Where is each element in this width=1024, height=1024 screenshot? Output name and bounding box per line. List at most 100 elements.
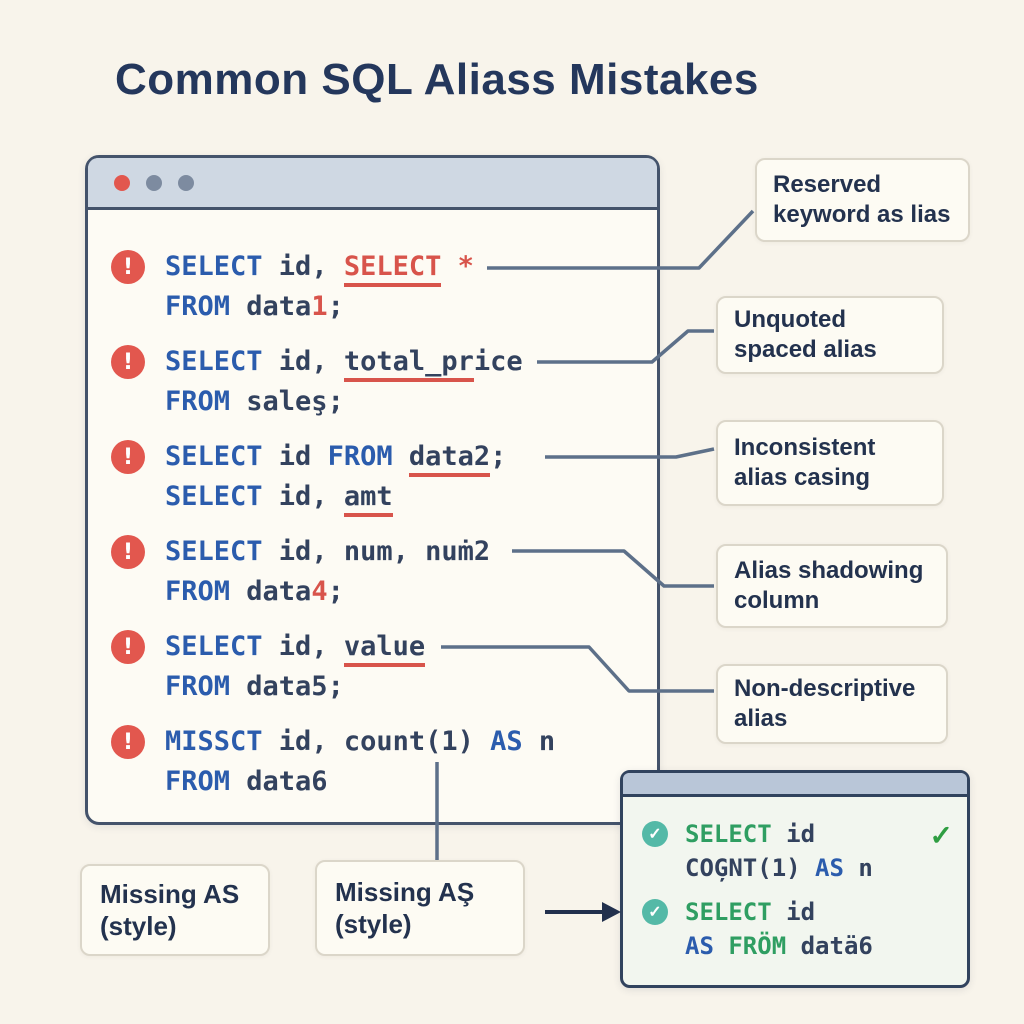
code-token: SELECT xyxy=(165,346,263,377)
window-dot-gray-icon xyxy=(178,174,194,191)
code-token: total_pr xyxy=(343,346,474,382)
code-token: n xyxy=(843,854,873,882)
code-token: FROM xyxy=(165,386,231,417)
code-token: id, num, nuṁ2 xyxy=(262,536,491,567)
code-line: FROM data6 xyxy=(165,762,657,802)
code-line: SELECT id, amt xyxy=(165,477,657,517)
code-token: data6 xyxy=(230,766,328,797)
code-token: SELECT xyxy=(685,820,772,848)
code-token: id, xyxy=(262,346,344,377)
code-token: value xyxy=(343,631,426,667)
warning-icon: ! xyxy=(111,630,145,664)
code-token: * xyxy=(457,251,474,282)
code-line: SELECT id xyxy=(685,895,967,929)
code-token: id, xyxy=(262,251,344,282)
code-token xyxy=(714,932,728,960)
code-token: FROM xyxy=(165,576,231,607)
code-token: data xyxy=(230,576,312,607)
warning-icon: ! xyxy=(111,345,145,379)
code-line: AS FRÖM datä6 xyxy=(685,929,967,963)
code-line: SELECT id, total_price xyxy=(165,342,657,382)
page-title: Common SQL Aliass Mistakes xyxy=(115,55,759,104)
code-token: amt xyxy=(343,481,393,517)
code-token: SELECT xyxy=(343,251,442,287)
code-token: SELECT xyxy=(165,536,263,567)
mistake-entry: ! SELECT id FROM data2;SELECT id, amt xyxy=(88,437,657,517)
code-token: data xyxy=(230,291,312,322)
code-token: AS xyxy=(490,726,523,757)
code-token: n xyxy=(522,726,556,757)
warning-icon: ! xyxy=(111,440,145,474)
arrow-head-icon xyxy=(602,902,621,922)
code-line: COĢNT(1) AS n xyxy=(685,851,967,885)
callout-non-descriptive: Non-descriptive alias xyxy=(716,664,948,744)
code-token: FROM xyxy=(165,671,231,702)
window-titlebar xyxy=(88,158,657,210)
code-token: AS xyxy=(815,854,844,882)
code-token: SELECT xyxy=(165,631,263,662)
code-token: SELECT xyxy=(685,898,772,926)
code-token: saleş; xyxy=(230,386,344,417)
code-token xyxy=(441,251,457,282)
code-token: ; xyxy=(327,576,344,607)
code-token: AS xyxy=(685,932,714,960)
code-token: SELECT xyxy=(165,481,263,512)
code-line: SELECT id, value xyxy=(165,627,657,667)
code-lines: SELECT id, SELECT * FROM data1; xyxy=(165,247,657,327)
callout-inconsistent-casing: Inconsistent alias casing xyxy=(716,420,944,506)
callout-label: Unquoted spaced alias xyxy=(734,306,877,363)
code-line: SELECT id, SELECT * xyxy=(165,247,657,287)
code-token: ice xyxy=(473,346,523,377)
code-token: FRÖM xyxy=(728,932,787,960)
callout-label: Missing AŞ (style) xyxy=(335,877,475,939)
code-lines: SELECT id FROM data2;SELECT id, amt xyxy=(165,437,657,517)
code-token: data2 xyxy=(408,441,491,477)
code-token: ; xyxy=(490,441,507,472)
window-dot-red-icon xyxy=(114,174,130,191)
callout-label: Inconsistent alias casing xyxy=(734,434,876,491)
checkmark-icon: ✓ xyxy=(929,820,953,851)
code-token: id, count(1) xyxy=(262,726,491,757)
code-line: FROM data5; xyxy=(165,667,657,707)
code-line: SELECT id, num, nuṁ2 xyxy=(165,532,657,572)
code-token: SELECT xyxy=(165,251,263,282)
code-token xyxy=(393,441,409,472)
code-token: FROM xyxy=(165,766,231,797)
code-token: ; xyxy=(327,291,344,322)
callout-label: Alias shadowing column xyxy=(734,557,924,614)
code-token: id, xyxy=(262,631,344,662)
result-window-titlebar xyxy=(623,773,967,797)
code-token: SELECT xyxy=(165,441,263,472)
warning-icon: ! xyxy=(111,725,145,759)
warning-icon: ! xyxy=(111,250,145,284)
callout-label: Reserved keyword as lias xyxy=(773,171,951,228)
callout-missing-as-2: Missing AŞ (style) xyxy=(315,860,525,956)
window-dot-gray-icon xyxy=(146,174,162,191)
check-circle-icon: ✓ xyxy=(642,899,668,925)
callout-unquoted-spaced-alias: Unquoted spaced alias xyxy=(716,296,944,374)
code-token: FROM xyxy=(165,291,231,322)
code-token: FROM xyxy=(327,441,393,472)
code-token: id xyxy=(771,898,816,926)
code-line: SELECT id FROM data2; xyxy=(165,437,657,477)
code-token: data5; xyxy=(230,671,344,702)
code-line: MISSCT id, count(1) AS n xyxy=(165,722,657,762)
callout-alias-shadowing: Alias shadowing column xyxy=(716,544,948,628)
callout-reserved-keyword: Reserved keyword as lias xyxy=(755,158,970,242)
code-token: 1 xyxy=(311,291,328,322)
callout-missing-as-1: Missing AS (style) xyxy=(80,864,270,956)
check-circle-icon: ✓ xyxy=(642,821,668,847)
